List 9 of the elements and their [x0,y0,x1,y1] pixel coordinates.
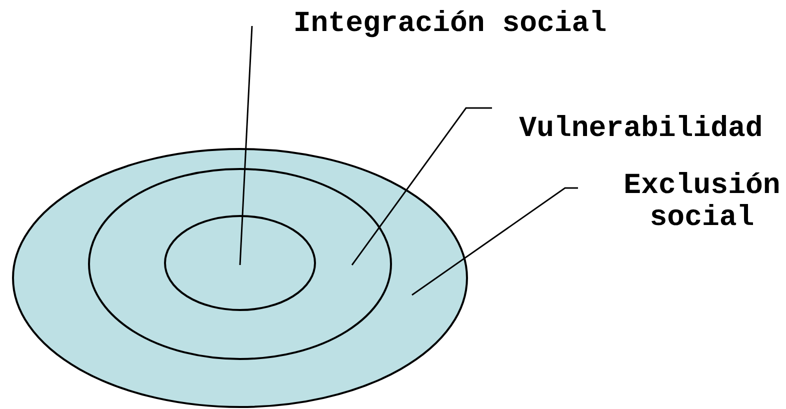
ring-label: Exclusión social [612,170,786,236]
ring-label: Vulnerabilidad [506,113,776,147]
leader-line [412,187,578,296]
leader-line [351,107,492,266]
inner-ellipse [164,215,316,311]
middle-ellipse [88,168,392,360]
leader-line [239,26,253,266]
ring-label: Integración social [284,8,616,42]
outer-ellipse [12,148,468,408]
